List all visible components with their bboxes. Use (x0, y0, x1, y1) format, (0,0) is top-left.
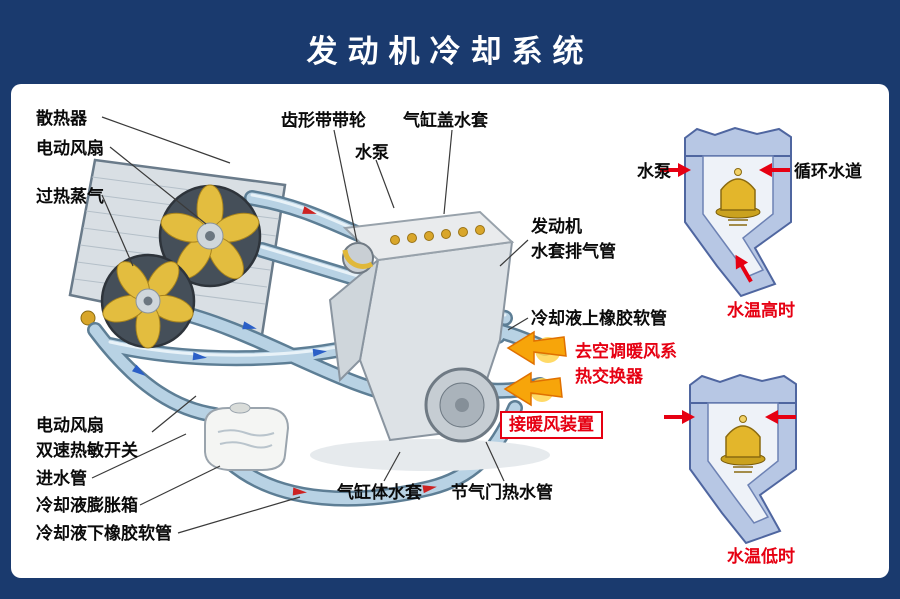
label-fan-switch-line1: 电动风扇 (36, 416, 104, 435)
label-heater-connector: 接暖风装置 (500, 411, 603, 439)
label-to-ac-heater-line2: 热交换器 (575, 367, 643, 386)
label-temp-high: 水温高时 (727, 301, 795, 320)
label-circulation-channel: 循环水道 (794, 162, 862, 181)
diagram-panel (11, 84, 889, 578)
label-coolant-expansion-tank: 冷却液膨胀箱 (36, 496, 138, 515)
label-overheated-steam: 过热蒸气 (36, 187, 104, 206)
label-throttle-hot-water-pipe: 节气门热水管 (451, 483, 553, 502)
label-thermostat-pump: 水泵 (637, 162, 671, 181)
label-radiator: 散热器 (36, 109, 87, 128)
label-temp-low: 水温低时 (727, 547, 795, 566)
label-coolant-lower-rubber-hose: 冷却液下橡胶软管 (36, 524, 172, 543)
label-cylinder-head-water-jacket: 气缸盖水套 (403, 111, 488, 130)
title-bar: 发动机冷却系统 (0, 0, 900, 86)
label-coolant-upper-rubber-hose: 冷却液上橡胶软管 (531, 309, 667, 328)
label-fan-switch-line2: 双速热敏开关 (36, 441, 138, 460)
label-cylinder-block-water-jacket: 气缸体水套 (337, 483, 422, 502)
label-engine-vent-line1: 发动机 (531, 217, 582, 236)
label-to-ac-heater-line1: 去空调暖风系 (575, 342, 677, 361)
label-electric-fan-top: 电动风扇 (36, 139, 104, 158)
label-engine-vent-line2: 水套排气管 (531, 242, 616, 261)
label-toothed-belt-pulley: 齿形带带轮 (281, 111, 366, 130)
page-title: 发动机冷却系统 (306, 34, 594, 69)
label-water-inlet-pipe: 进水管 (36, 469, 87, 488)
label-water-pump: 水泵 (355, 143, 389, 162)
